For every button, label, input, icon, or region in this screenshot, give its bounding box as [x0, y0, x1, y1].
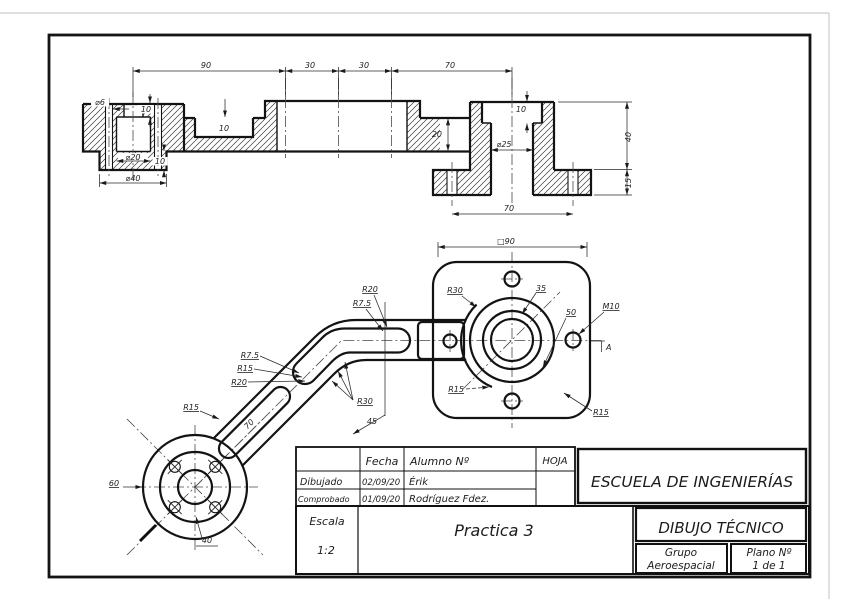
dim-sq90: □90	[497, 237, 515, 246]
arm-outline	[212, 318, 467, 467]
section-centerlines	[108, 78, 574, 206]
dim-slot10: 10	[219, 124, 229, 133]
dim-v15: 15	[624, 178, 633, 188]
dim-70-top: 70	[445, 61, 455, 70]
dim-30a: 30	[305, 61, 315, 70]
dibujado-fecha: 02/09/20	[362, 478, 400, 488]
dim-dia6: ⌀6	[95, 98, 105, 107]
dim-r30-arm: R30	[357, 397, 373, 406]
page-edge-lines	[0, 12, 830, 599]
practica-title: Practica 3	[454, 521, 533, 540]
dim-r15-corner: R15	[593, 408, 609, 417]
dim-cap10: 10	[141, 105, 151, 114]
dim-r15-left: R15	[237, 364, 253, 373]
cutting-plane-mark	[138, 523, 158, 543]
escala-label: Escala	[309, 515, 345, 528]
section-view: 90 30 30 70 ⌀6 10 10 ⌀20 10 ⌀40 20	[81, 61, 633, 217]
plate-holes	[442, 270, 582, 410]
section-a-label: A	[605, 343, 611, 352]
dim-r75-left: R7.5	[241, 351, 259, 360]
comprobado-label: Comprobado	[298, 495, 350, 504]
arm-dimensions: R20 R7.5 R7.5 R15 R20 R30 45 70 R15 60 4…	[109, 285, 388, 547]
plano-label: Plano Nº	[747, 547, 792, 559]
dim-35: 35	[536, 284, 546, 293]
dim-d40: 40	[202, 536, 212, 545]
comprobado-fecha: 01/09/20	[362, 495, 400, 505]
bolt-hole-cross-marks	[167, 459, 223, 515]
arm-view: R20 R7.5 R7.5 R15 R20 R30 45 70 R15 60 4…	[109, 285, 602, 556]
dim-r75-top: R7.5	[353, 299, 371, 308]
flange-outline	[138, 433, 249, 543]
dim-r30-plate: R30	[447, 286, 463, 295]
hoja-header: HOJA	[542, 456, 567, 467]
dim-angle45: 45	[367, 417, 377, 426]
dim-dia25: ⌀25	[497, 140, 512, 149]
dibujado-label: Dibujado	[300, 477, 342, 488]
asignatura-title: DIBUJO TÉCNICO	[658, 518, 783, 537]
dim-r15-fillet: R15	[183, 403, 199, 412]
dim-30b: 30	[359, 61, 369, 70]
flange-bolt-holes	[168, 460, 222, 514]
fecha-header: Fecha	[366, 455, 399, 468]
plate-view: □90 R30 35 50 M10 R15 R15 A	[416, 237, 620, 428]
dibujado-nombre: Érik	[409, 475, 429, 488]
section-hatching	[83, 101, 591, 195]
dim-r20-top: R20	[362, 285, 378, 294]
dim-v40: 40	[624, 132, 633, 142]
dim-90: 90	[201, 61, 211, 70]
dim-b70: 70	[504, 204, 514, 213]
dim-r15-boss: R15	[448, 385, 464, 394]
grupo-label: Grupo	[665, 547, 697, 559]
section-outline	[81, 99, 593, 197]
arm-ring-r30-arc	[460, 303, 493, 389]
dim-flange10: 10	[155, 157, 165, 166]
arm-end-frame	[416, 320, 466, 361]
dim-d60: 60	[109, 479, 119, 488]
plate-outline	[431, 260, 592, 420]
dim-m10: M10	[602, 302, 619, 311]
title-block: Fecha Alumno Nº HOJA Dibujado 02/09/20 É…	[295, 446, 810, 575]
dim-50: 50	[566, 308, 576, 317]
plate-boss-circles	[460, 296, 556, 389]
escala-value: 1:2	[317, 544, 335, 557]
dim-dia40: ⌀40	[126, 174, 141, 183]
section-dimensions: 90 30 30 70 ⌀6 10 10 ⌀20 10 ⌀40 20	[91, 61, 633, 217]
escuela-title: ESCUELA DE INGENIERÍAS	[591, 472, 793, 491]
arm-centerlines	[126, 340, 602, 556]
dim-web20: 20	[432, 130, 442, 139]
section-a-marker: A	[591, 340, 611, 352]
dim-cb10: 10	[516, 105, 526, 114]
plate-centerlines	[449, 252, 574, 428]
plano-value: 1 de 1	[752, 560, 785, 572]
title-block-lines	[295, 446, 810, 575]
sheet-border	[47, 33, 812, 579]
plate-dimensions: □90 R30 35 50 M10 R15 R15 A	[437, 237, 620, 417]
grupo-value: Aeroespacial	[646, 560, 715, 572]
dim-dia20: ⌀20	[126, 153, 141, 162]
dim-r20-left: R20	[231, 378, 247, 387]
comprobado-nombre: Rodríguez Fdez.	[409, 493, 489, 505]
alumno-header: Alumno Nº	[409, 455, 470, 468]
